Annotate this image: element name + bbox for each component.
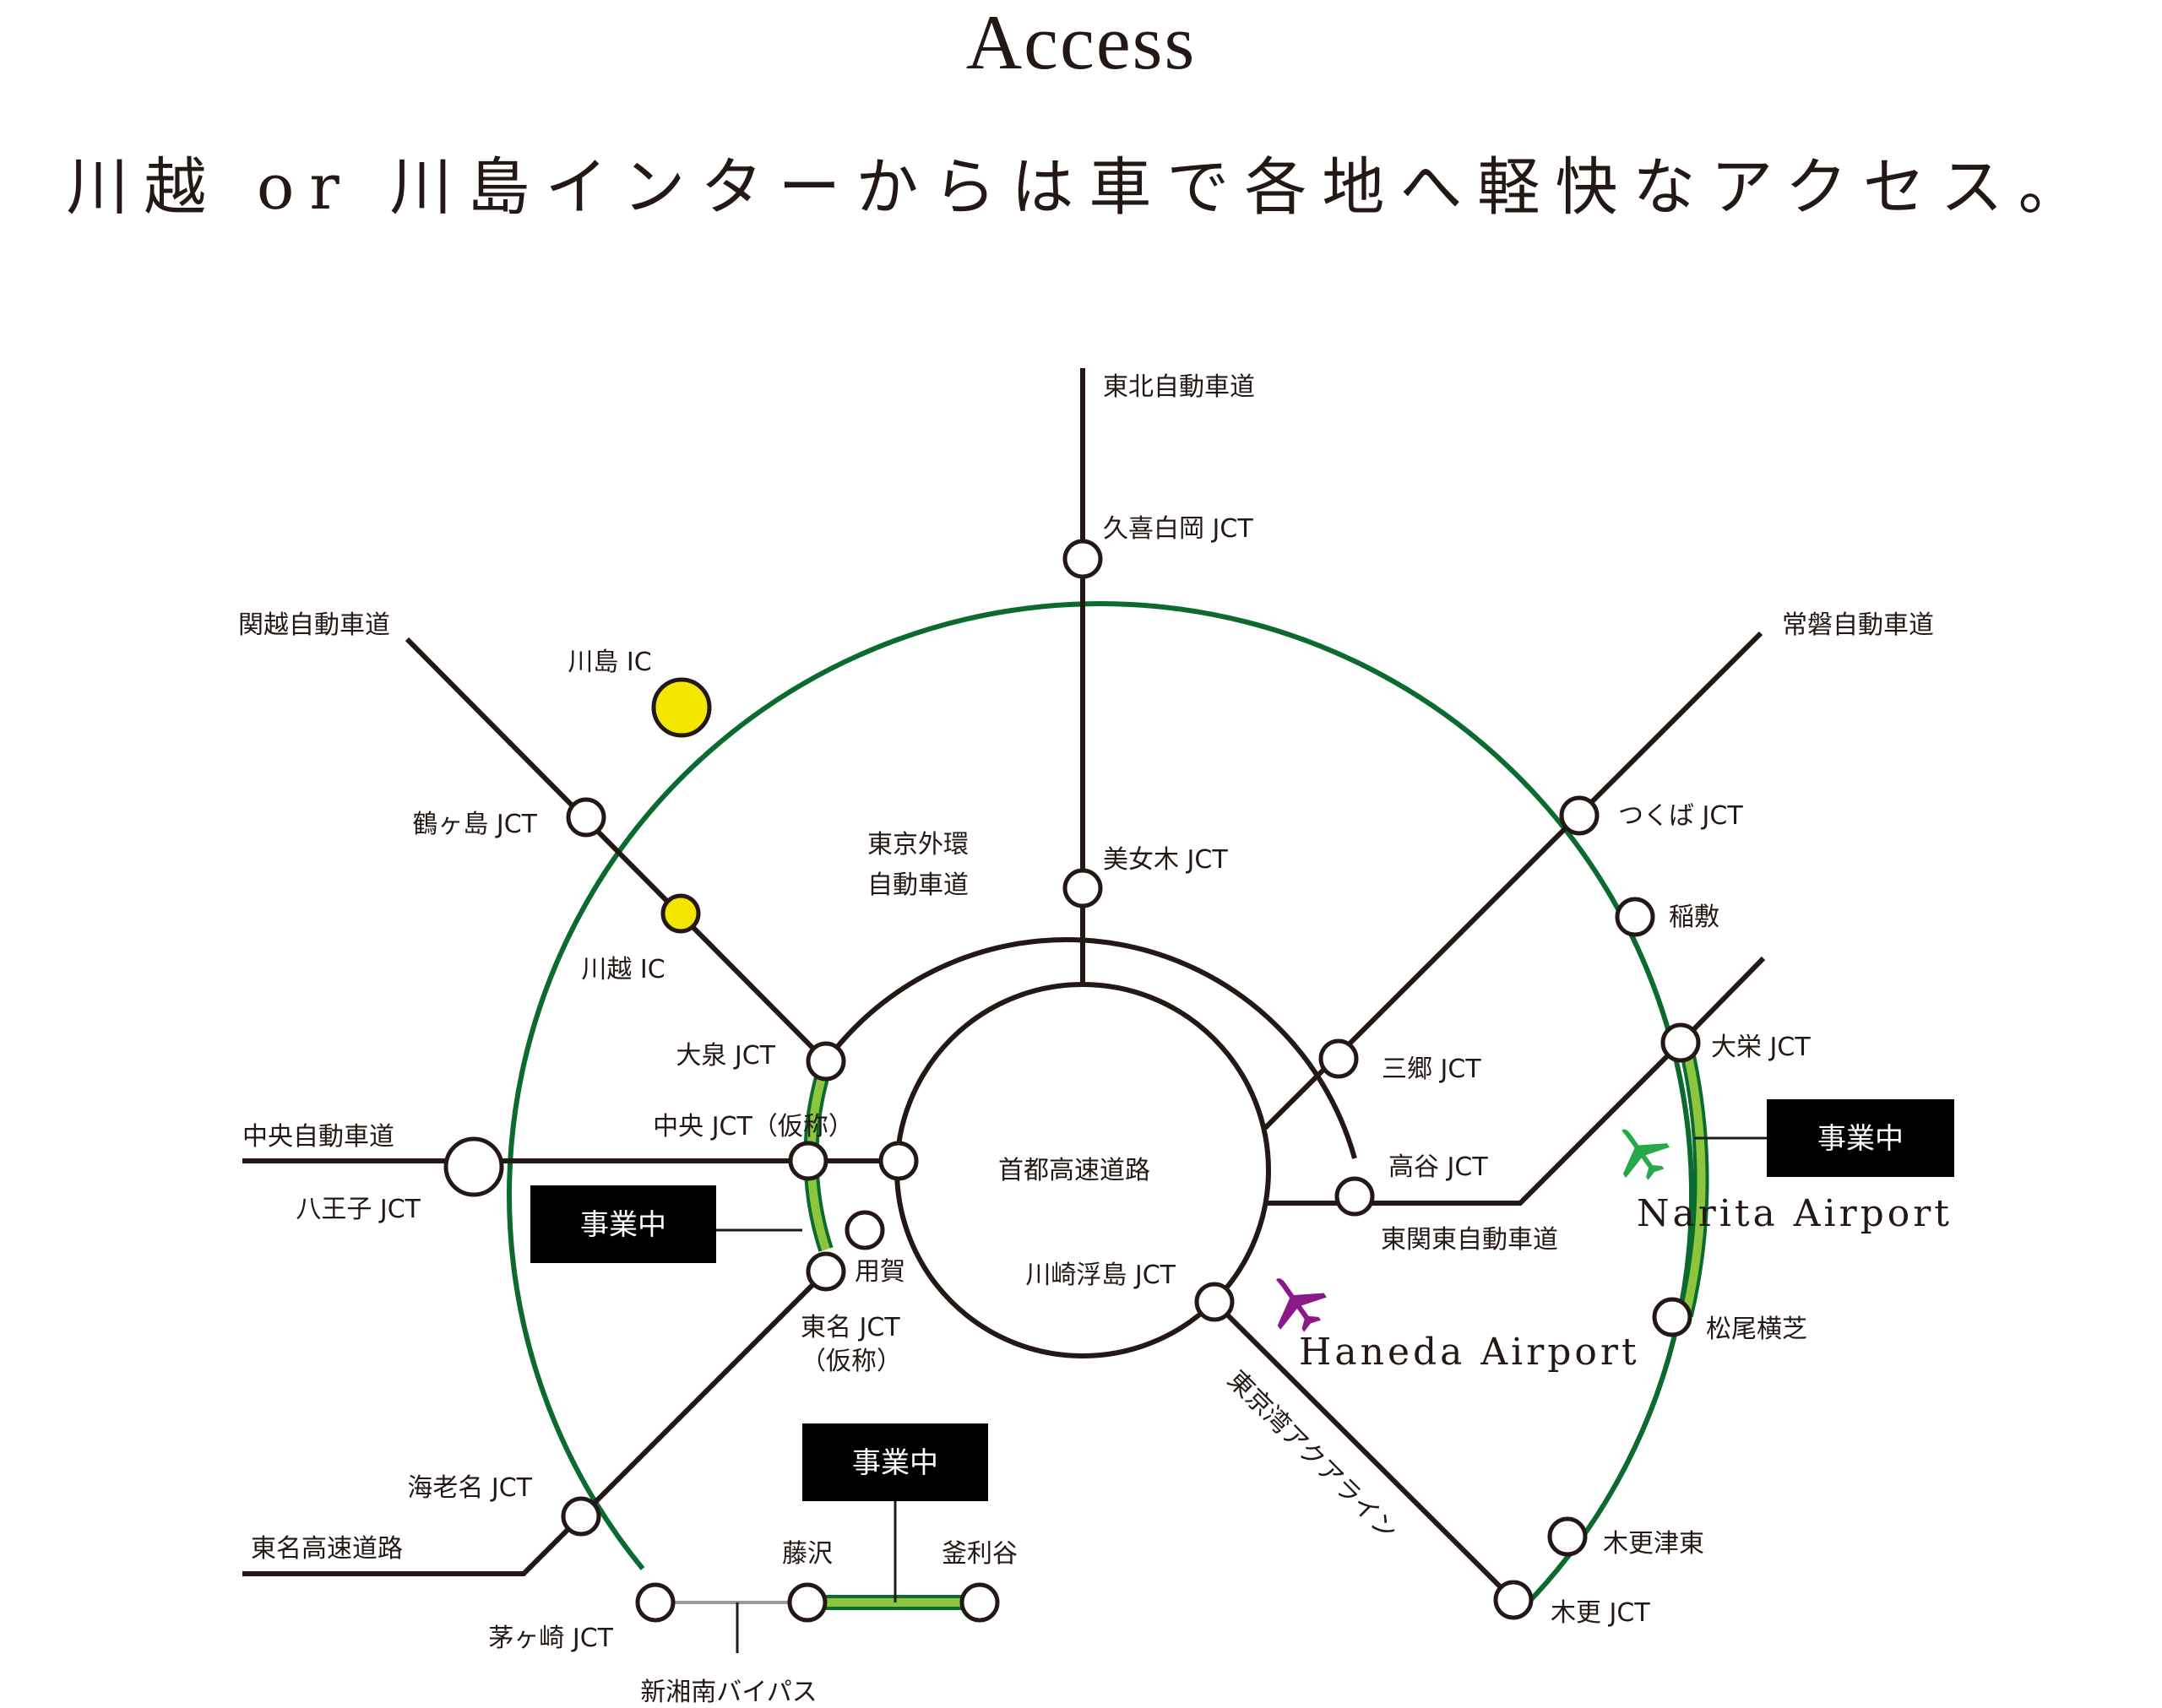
label-oizumi: 大泉 JCT	[676, 1041, 775, 1071]
node-oizumi[interactable]	[806, 1041, 846, 1082]
label-tomei-jct-1: 東名 JCT	[801, 1313, 900, 1342]
label-shin-shonan: 新湘南バイパス	[640, 1678, 817, 1707]
page-title: Access	[965, 0, 1197, 85]
label-tohoku: 東北自動車道	[1103, 372, 1255, 402]
node-kamariya[interactable]	[959, 1582, 1000, 1623]
label-matsuo-yokoshiba: 松尾横芝	[1706, 1315, 1807, 1344]
label-inashiki: 稲敷	[1669, 903, 1719, 932]
badge-left-bg	[530, 1185, 716, 1263]
road-kanetsu	[405, 637, 828, 1064]
node-bijogi[interactable]	[1062, 868, 1103, 908]
node-kuki-shiraoka[interactable]	[1062, 539, 1103, 579]
node-chuo-jct[interactable]	[788, 1141, 828, 1181]
node-hachioji[interactable]	[443, 1136, 504, 1197]
label-tomei: 東名高速道路	[251, 1534, 403, 1564]
label-kawagoe-ic: 川越 IC	[581, 955, 665, 984]
node-kisarazu-higashi[interactable]	[1547, 1516, 1588, 1557]
label-hachioji: 八王子 JCT	[296, 1195, 421, 1224]
badge-right-bg	[1767, 1099, 1954, 1177]
ring-road-outer	[507, 601, 1695, 1613]
label-chuo-jct: 中央 JCT（仮称）	[653, 1112, 854, 1141]
label-joban: 常磐自動車道	[1782, 610, 1934, 640]
label-kawasaki-ukishima: 川崎浮島 JCT	[1025, 1261, 1176, 1290]
label-yoga: 用賀	[855, 1257, 905, 1287]
label-fujisawa: 藤沢	[782, 1539, 833, 1569]
label-bijogi: 美女木 JCT	[1103, 845, 1228, 875]
ring-road-gaikan	[823, 937, 1357, 1159]
label-kanetsu: 関越自動車道	[238, 610, 390, 640]
road-higashi-kanto	[1265, 956, 1766, 1206]
node-tsurugashima[interactable]	[566, 797, 606, 838]
node-kawagoe-ic[interactable]	[660, 893, 701, 934]
label-haneda: Haneda Airport	[1299, 1331, 1640, 1374]
label-higashi-kanto: 東関東自動車道	[1381, 1225, 1558, 1255]
label-chigasaki: 茅ヶ崎 JCT	[488, 1624, 613, 1653]
label-kuki-shiraoka: 久喜白岡 JCT	[1103, 514, 1253, 544]
node-yoga[interactable]	[845, 1210, 885, 1250]
narita-plane-icon	[1602, 1113, 1678, 1190]
node-tsukuba[interactable]	[1559, 795, 1600, 836]
node-chigasaki[interactable]	[635, 1582, 676, 1623]
badge-bottom-bg	[802, 1423, 988, 1501]
badge-bottom: 事業中	[852, 1446, 938, 1480]
label-narita: Narita Airport	[1637, 1192, 1953, 1235]
node-ebina[interactable]	[561, 1496, 601, 1537]
road-aqua-line	[1212, 1299, 1516, 1602]
label-tomei-jct-2: （仮称）	[801, 1347, 902, 1376]
node-kisarazu[interactable]	[1493, 1580, 1534, 1620]
badge-left: 事業中	[580, 1208, 666, 1242]
label-kisarazu-higashi: 木更津東	[1603, 1529, 1704, 1559]
label-gaikan-2: 自動車道	[867, 870, 969, 900]
label-shuto: 首都高速道路	[998, 1156, 1150, 1185]
label-kawajima-ic: 川島 IC	[568, 648, 651, 677]
label-takaya: 高谷 JCT	[1388, 1152, 1488, 1182]
label-misato: 三郷 JCT	[1382, 1055, 1481, 1084]
outer-ring-construction-highlight	[1681, 1044, 1706, 1317]
node-fujisawa[interactable]	[787, 1582, 828, 1623]
label-kisarazu: 木更 JCT	[1551, 1598, 1650, 1628]
node-kawasaki-ukishima[interactable]	[1194, 1282, 1235, 1322]
node-gaikan-shuto-link[interactable]	[878, 1141, 919, 1181]
label-kamariya: 釜利谷	[942, 1539, 1018, 1569]
node-taiei[interactable]	[1660, 1022, 1701, 1063]
node-takaya[interactable]	[1334, 1176, 1375, 1217]
label-chuo: 中央自動車道	[242, 1122, 394, 1152]
label-tsukuba: つくば JCT	[1618, 801, 1743, 831]
node-matsuo-yokoshiba[interactable]	[1652, 1297, 1692, 1337]
node-inashiki[interactable]	[1615, 897, 1655, 937]
page-subtitle: 川越 or 川島インターからは車で各地へ軽快なアクセス。	[66, 151, 2096, 224]
label-ebina: 海老名 JCT	[407, 1473, 532, 1503]
label-tsurugashima: 鶴ヶ島 JCT	[412, 810, 537, 839]
badge-right: 事業中	[1817, 1122, 1904, 1156]
road-tomei	[242, 1269, 828, 1576]
node-misato[interactable]	[1318, 1038, 1359, 1079]
label-aqua-line: 東京湾アクアライン	[1221, 1365, 1403, 1547]
label-taiei: 大栄 JCT	[1711, 1033, 1811, 1062]
node-kawajima-ic[interactable]	[651, 677, 712, 738]
node-tomei-jct[interactable]	[806, 1251, 846, 1292]
label-gaikan-1: 東京外環	[867, 830, 969, 859]
